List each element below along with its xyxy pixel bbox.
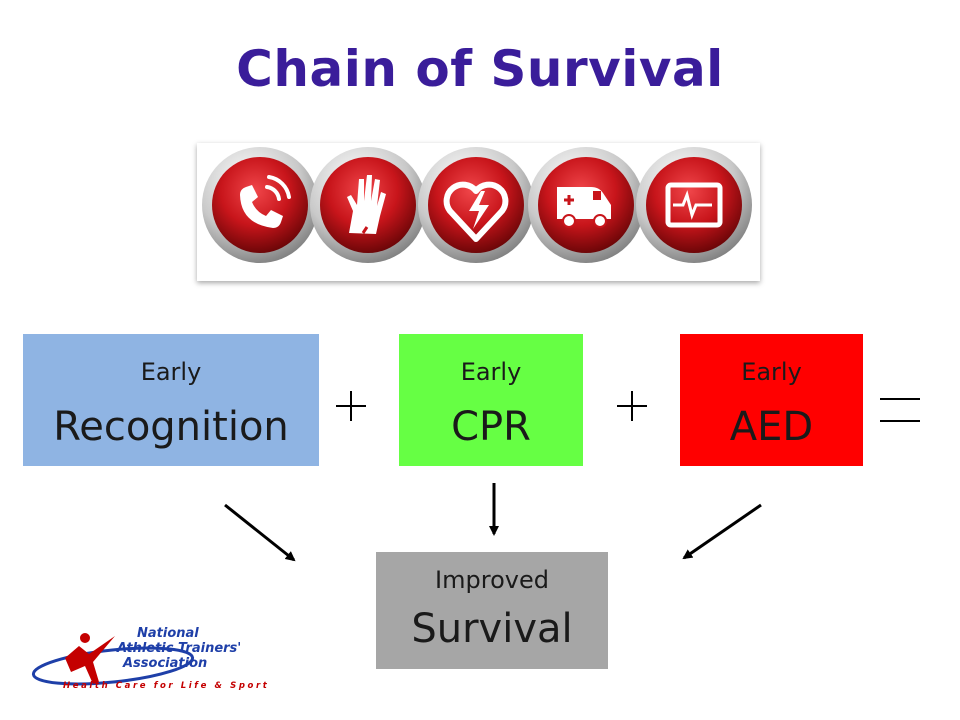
plus-operator-1: [336, 391, 366, 421]
early-aed-small-label: Early: [741, 358, 802, 386]
nata-logo-line2: Athletic Trainers': [117, 641, 242, 656]
heart-defibrillator-icon: [418, 147, 534, 263]
nata-logo-line1: National: [137, 626, 199, 641]
arrow-from-recognition: [224, 503, 296, 562]
early-recognition-box: Early Recognition: [23, 334, 319, 466]
early-recognition-small-label: Early: [140, 358, 202, 386]
heart-monitor-icon: [636, 147, 752, 263]
improved-survival-box: Improved Survival: [376, 552, 608, 669]
hands-icon: [310, 147, 426, 263]
early-cpr-small-label: Early: [460, 358, 522, 386]
chain-icons-graphic: [202, 147, 752, 263]
chain-icon-strip: [197, 143, 760, 281]
equals-operator: [880, 398, 920, 422]
early-cpr-box: Early CPR: [399, 334, 583, 466]
early-aed-box: Early AED: [680, 334, 863, 466]
plus-operator-2: [617, 391, 647, 421]
early-cpr-big-label: CPR: [451, 404, 531, 450]
early-recognition-big-label: Recognition: [53, 404, 289, 450]
arrow-from-aed: [682, 503, 762, 560]
nata-logo-swoosh: [31, 633, 195, 686]
early-aed-big-label: AED: [729, 404, 814, 450]
nata-logo-line3: Association: [123, 656, 208, 671]
improved-survival-small-label: Improved: [435, 566, 549, 594]
ambulance-icon: [528, 147, 644, 263]
page-title: Chain of Survival: [236, 40, 724, 98]
improved-survival-big-label: Survival: [411, 606, 573, 652]
nata-logo-tagline: Health Care for Life & Sport: [63, 681, 270, 691]
nata-logo: National Athletic Trainers' Association …: [25, 624, 280, 696]
phone-icon: [202, 147, 318, 263]
